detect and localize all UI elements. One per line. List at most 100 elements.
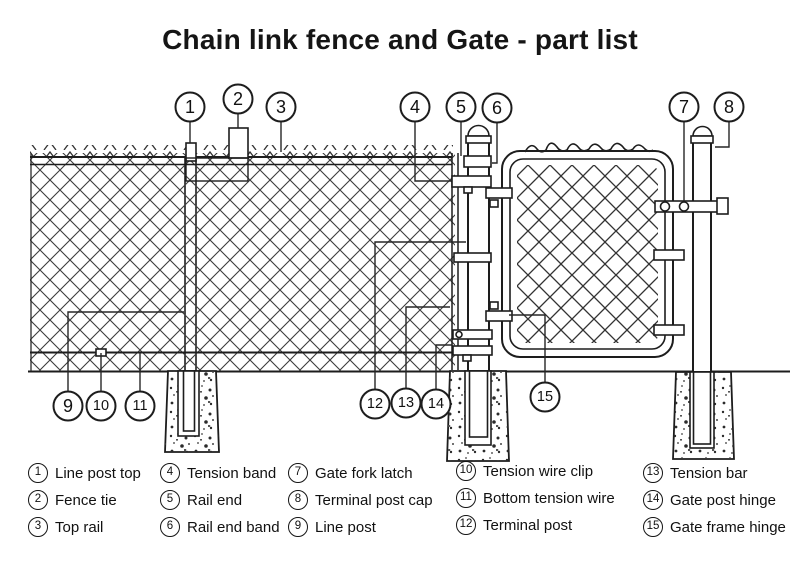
callout-10-num: 10 — [93, 398, 109, 414]
legend-num-3: 3 — [28, 517, 48, 537]
footing-right — [672, 371, 735, 460]
callout-14: 14 — [420, 388, 452, 420]
callout-13: 13 — [390, 387, 422, 419]
legend-num-1: 1 — [28, 463, 48, 483]
legend-item-line-post: 9 Line post — [288, 517, 433, 537]
callout-4: 4 — [399, 91, 431, 123]
legend-column-5: 13 Tension bar 14 Gate post hinge 15 Gate f… — [643, 463, 786, 537]
legend-item-fence-tie: 2 Fence tie — [28, 490, 141, 510]
callout-12: 12 — [359, 388, 391, 420]
legend-label-13: Tension bar — [670, 464, 748, 482]
callout-9-num: 9 — [63, 396, 73, 416]
legend-label-2: Fence tie — [55, 491, 117, 509]
gate-top-wire — [524, 142, 654, 153]
callout-13-num: 13 — [398, 395, 414, 411]
fence-tie — [185, 127, 249, 182]
legend-num-2: 2 — [28, 490, 48, 510]
legend-item-tension-bar: 13 Tension bar — [643, 463, 786, 483]
legend-num-5: 5 — [160, 490, 180, 510]
legend-num-10: 10 — [456, 461, 476, 481]
legend-item-tension-band: 4 Tension band — [160, 463, 280, 483]
legend-label-14: Gate post hinge — [670, 491, 776, 509]
legend-column-2: 4 Tension band 5 Rail end 6 Rail end band — [160, 463, 280, 537]
legend-label-3: Top rail — [55, 518, 104, 536]
legend-num-8: 8 — [288, 490, 308, 510]
legend-num-7: 7 — [288, 463, 308, 483]
legend-num-6: 6 — [160, 517, 180, 537]
gate-frame — [501, 150, 674, 358]
gate-post — [690, 125, 714, 373]
legend-column-4: 10 Tension wire clip 11 Bottom tension wir… — [456, 461, 615, 535]
rail-end-band — [463, 155, 492, 168]
callout-14-num: 14 — [428, 396, 444, 412]
legend-label-9: Line post — [315, 518, 376, 536]
legend-num-15: 15 — [643, 517, 663, 537]
legend-label-1: Line post top — [55, 464, 141, 482]
gate-mesh — [517, 165, 658, 343]
callout-4-num: 4 — [410, 97, 420, 117]
callout-11: 11 — [124, 390, 156, 422]
callout-10: 10 — [85, 390, 117, 422]
page-title: Chain link fence and Gate - part list — [162, 24, 638, 55]
line-post-top — [185, 142, 197, 162]
legend-item-line-post-top: 1 Line post top — [28, 463, 141, 483]
gate-fork-latch — [654, 197, 729, 215]
terminal-post-cap — [465, 124, 492, 144]
legend-label-10: Tension wire clip — [483, 462, 594, 480]
legend-label-15: Gate frame hinge — [670, 518, 786, 536]
callout-3-num: 3 — [276, 97, 286, 117]
gate-post-hinge-upper — [452, 329, 493, 340]
callout-7: 7 — [668, 91, 700, 123]
terminal-post — [451, 124, 493, 373]
fence-mesh — [30, 145, 455, 371]
callout-2-num: 2 — [233, 89, 243, 109]
legend-item-gate-frame-hinge: 15 Gate frame hinge — [643, 517, 786, 537]
legend-label-7: Gate fork latch — [315, 464, 413, 482]
callout-8-num: 8 — [724, 97, 734, 117]
callout-2: 2 — [222, 83, 254, 115]
callout-1: 1 — [174, 91, 206, 123]
legend-num-4: 4 — [160, 463, 180, 483]
legend-label-4: Tension band — [187, 464, 277, 482]
callout-5: 5 — [445, 91, 477, 123]
tension-band — [451, 175, 492, 188]
legend-item-rail-end-band: 6 Rail end band — [160, 517, 280, 537]
callout-3: 3 — [265, 91, 297, 123]
callout-leaders — [67, 114, 730, 391]
legend-column-1: 1 Line post top 2 Fence tie 3 Top rail — [28, 463, 141, 537]
legend-label-6: Rail end band — [187, 518, 280, 536]
footing-left — [164, 370, 220, 453]
legend-num-12: 12 — [456, 515, 476, 535]
legend-item-gate-post-hinge: 14 Gate post hinge — [643, 490, 786, 510]
callout-7-num: 7 — [679, 97, 689, 117]
legend-column-3: 7 Gate fork latch 8 Terminal post cap 9 Lin… — [288, 463, 433, 537]
legend-item-terminal-post: 12 Terminal post — [456, 515, 615, 535]
callout-6-num: 6 — [492, 98, 502, 118]
tension-band-middle — [453, 252, 492, 263]
legend-label-12: Terminal post — [483, 516, 573, 534]
callout-6: 6 — [481, 92, 513, 124]
legend-label-5: Rail end — [187, 491, 243, 509]
callout-8: 8 — [713, 91, 745, 123]
callout-5-num: 5 — [456, 97, 466, 117]
legend-num-11: 11 — [456, 488, 476, 508]
callout-1-num: 1 — [185, 97, 195, 117]
footing-middle — [446, 370, 510, 462]
gate-post-hinge-lower — [452, 345, 493, 356]
callout-11-num: 11 — [132, 398, 147, 414]
callout-9: 9 — [52, 390, 84, 422]
legend-num-9: 9 — [288, 517, 308, 537]
callout-15: 15 — [529, 381, 561, 413]
gate-frame-hinges — [485, 187, 513, 322]
legend-item-gate-fork-latch: 7 Gate fork latch — [288, 463, 433, 483]
callout-12-num: 12 — [367, 396, 383, 412]
callout-15-num: 15 — [537, 389, 553, 405]
legend-label-8: Terminal post cap — [315, 491, 433, 509]
legend-num-13: 13 — [643, 463, 663, 483]
legend-label-11: Bottom tension wire — [483, 489, 615, 507]
legend-item-bottom-tension-wire: 11 Bottom tension wire — [456, 488, 615, 508]
legend-num-14: 14 — [643, 490, 663, 510]
legend-item-top-rail: 3 Top rail — [28, 517, 141, 537]
